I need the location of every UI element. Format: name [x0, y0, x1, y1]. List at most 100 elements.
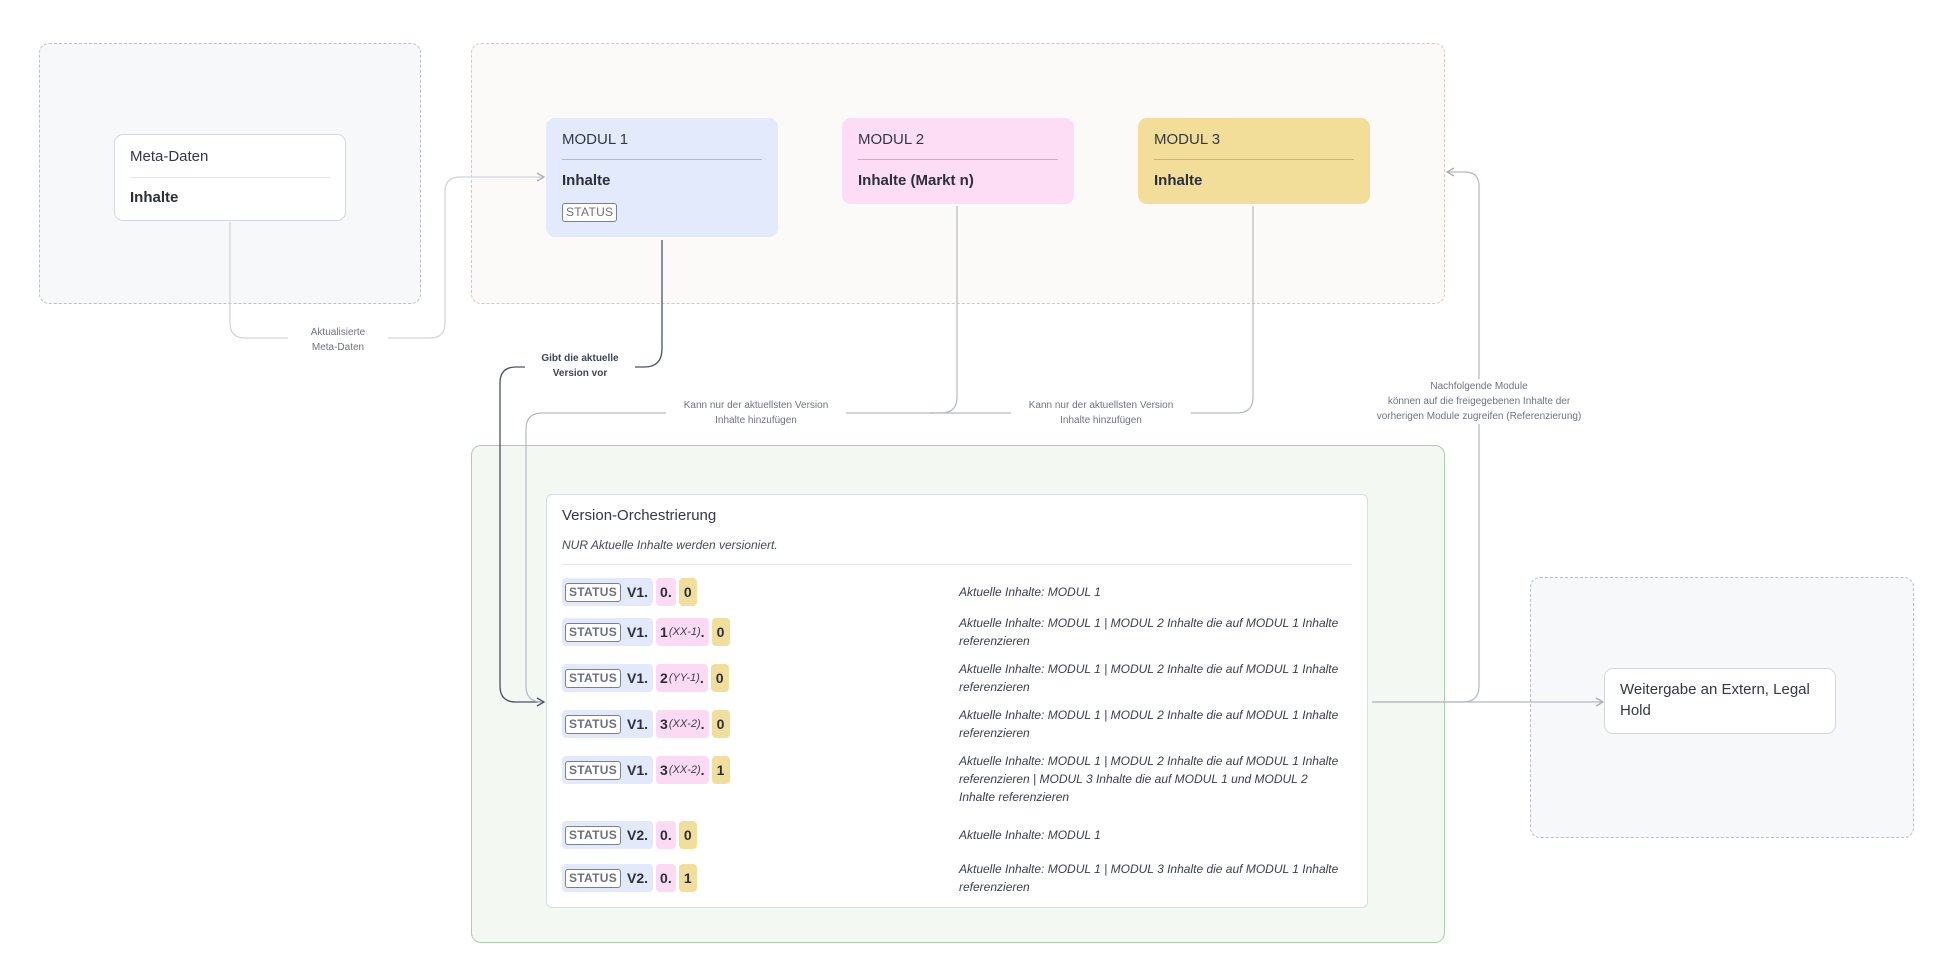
current-version-label-line1: Gibt die aktuelle: [541, 353, 619, 364]
status-badge: STATUS: [565, 582, 622, 602]
modul-2-title: MODUL 2: [858, 131, 925, 148]
version-row: STATUS V1. 2(YY-1). 0: [562, 664, 732, 692]
version-patch-chip: 1: [678, 864, 697, 892]
current-version-connector: [499, 240, 663, 707]
add-m3-label-line2: Inhalte hinzufügen: [1060, 415, 1142, 426]
version-minor-chip: 0.: [656, 864, 676, 892]
add-m2-label-line2: Inhalte hinzufügen: [715, 415, 797, 426]
modul-1-content: Inhalte: [562, 172, 611, 189]
add-m2-label-line1: Kann nur der aktuellsten Version: [683, 400, 829, 411]
meta-update-label-line1: Aktualisierte: [310, 327, 366, 338]
version-description: Aktuelle Inhalte: MODUL 1 | MODUL 2 Inha…: [959, 754, 1339, 804]
version-patch: 0: [683, 584, 692, 600]
orchestration-subtitle: NUR Aktuelle Inhalte werden versioniert.: [562, 538, 778, 552]
version-minor-sep: .: [700, 762, 705, 778]
subsequent-label-line1: Nachfolgende Module: [1430, 381, 1528, 392]
status-badge: STATUS: [565, 714, 622, 734]
version-minor-chip: 0.: [656, 578, 676, 606]
modul-3-title: MODUL 3: [1154, 131, 1221, 148]
version-minor-chip: 3(XX-2).: [656, 710, 709, 738]
current-version-label: Gibt die aktuelle Version vor: [525, 351, 635, 381]
output-card: Weitergabe an Extern, Legal Hold: [1604, 668, 1836, 734]
status-badge: STATUS: [565, 760, 622, 780]
version-major: V1.: [627, 624, 649, 640]
status-badge: STATUS: [565, 868, 622, 888]
version-row: STATUS V1. 0. 0: [562, 578, 700, 606]
version-description: Aktuelle Inhalte: MODUL 1 | MODUL 2 Inha…: [959, 616, 1339, 648]
meta-title: Meta-Daten: [130, 148, 209, 165]
modul-3-divider: [1154, 159, 1354, 160]
version-description: Aktuelle Inhalte: MODUL 1 | MODUL 3 Inha…: [959, 862, 1339, 894]
version-minor: 0.: [660, 584, 672, 600]
modul-2-content: Inhalte (Markt n): [858, 172, 974, 189]
version-minor-sep: .: [700, 624, 705, 640]
orchestration-divider: [562, 564, 1352, 565]
version-patch: 1: [716, 762, 725, 778]
version-major: V2.: [627, 827, 649, 843]
version-patch-chip: 0: [678, 821, 697, 849]
add-m3-connector: [930, 206, 1254, 414]
subsequent-label-line3: vorherigen Module zugreifen (Referenzier…: [1376, 411, 1582, 422]
version-orchestration-card: Version-Orchestrierung NUR Aktuelle Inha…: [546, 494, 1368, 908]
version-minor-chip: 2(YY-1).: [656, 664, 708, 692]
version-major-chip: STATUS V2.: [562, 864, 654, 892]
version-row: STATUS V1. 3(XX-2). 0: [562, 710, 733, 738]
version-patch: 0: [683, 827, 692, 843]
version-minor-note: (XX-2): [668, 718, 701, 730]
version-minor: 0.: [660, 827, 672, 843]
version-row: STATUS V1. 1(XX-1). 0: [562, 618, 733, 646]
orchestration-title: Version-Orchestrierung: [562, 507, 717, 524]
version-description: Aktuelle Inhalte: MODUL 1: [959, 828, 1101, 842]
version-minor: 0.: [660, 870, 672, 886]
meta-content: Inhalte: [130, 189, 179, 206]
subsequent-connector: [1372, 167, 1480, 703]
version-major-chip: STATUS V2.: [562, 821, 654, 849]
add-m3-label: Kann nur der aktuellsten Version Inhalte…: [1011, 398, 1191, 428]
version-patch-chip: 0: [710, 664, 729, 692]
meta-card: Meta-Daten Inhalte: [114, 134, 346, 221]
modul-3-card: MODUL 3 Inhalte: [1138, 118, 1370, 204]
version-major: V2.: [627, 870, 649, 886]
add-m2-label: Kann nur der aktuellsten Version Inhalte…: [666, 398, 846, 428]
meta-update-label-line2: Meta-Daten: [311, 342, 365, 353]
version-major-chip: STATUS V1.: [562, 756, 654, 784]
version-description: Aktuelle Inhalte: MODUL 1: [959, 585, 1101, 599]
version-major: V1.: [627, 670, 649, 686]
meta-update-connector: [229, 172, 546, 339]
version-minor-note: (XX-1): [668, 626, 701, 638]
modul-1-status-badge: STATUS: [562, 203, 618, 222]
version-patch-chip: 0: [711, 710, 730, 738]
subsequent-modules-label: Nachfolgende Module können auf die freig…: [1366, 379, 1592, 424]
version-row: STATUS V1. 3(XX-2). 1: [562, 756, 733, 784]
modul-1-card: MODUL 1 Inhalte STATUS: [546, 118, 778, 237]
output-content: Weitergabe an Extern, Legal Hold: [1620, 681, 1810, 719]
version-minor-chip: 0.: [656, 821, 676, 849]
version-patch: 0: [716, 624, 725, 640]
version-major-chip: STATUS V1.: [562, 664, 654, 692]
version-major-chip: STATUS V1.: [562, 618, 654, 646]
version-minor-sep: .: [699, 670, 704, 686]
version-minor-sep: .: [700, 716, 705, 732]
version-minor-note: (YY-1): [668, 672, 700, 684]
version-minor-chip: 3(XX-2).: [656, 756, 709, 784]
status-badge: STATUS: [565, 668, 622, 688]
modul-2-divider: [858, 159, 1058, 160]
version-patch: 1: [683, 870, 692, 886]
status-badge: STATUS: [565, 825, 622, 845]
subsequent-label-line2: können auf die freigegebenen Inhalte der: [1387, 396, 1571, 407]
version-minor: 2: [660, 670, 668, 686]
version-major: V1.: [627, 584, 649, 600]
add-m2-connector: [525, 206, 958, 703]
version-description: Aktuelle Inhalte: MODUL 1 | MODUL 2 Inha…: [959, 662, 1339, 694]
meta-update-label: Aktualisierte Meta-Daten: [288, 325, 388, 355]
version-row: STATUS V2. 0. 0: [562, 821, 700, 849]
version-description: Aktuelle Inhalte: MODUL 1 | MODUL 2 Inha…: [959, 708, 1339, 740]
modul-1-title: MODUL 1: [562, 131, 629, 148]
version-major-chip: STATUS V1.: [562, 710, 654, 738]
version-major: V1.: [627, 716, 649, 732]
meta-divider: [130, 177, 330, 178]
version-patch: 0: [716, 716, 725, 732]
version-minor: 1: [660, 624, 668, 640]
modul-3-content: Inhalte: [1154, 172, 1203, 189]
